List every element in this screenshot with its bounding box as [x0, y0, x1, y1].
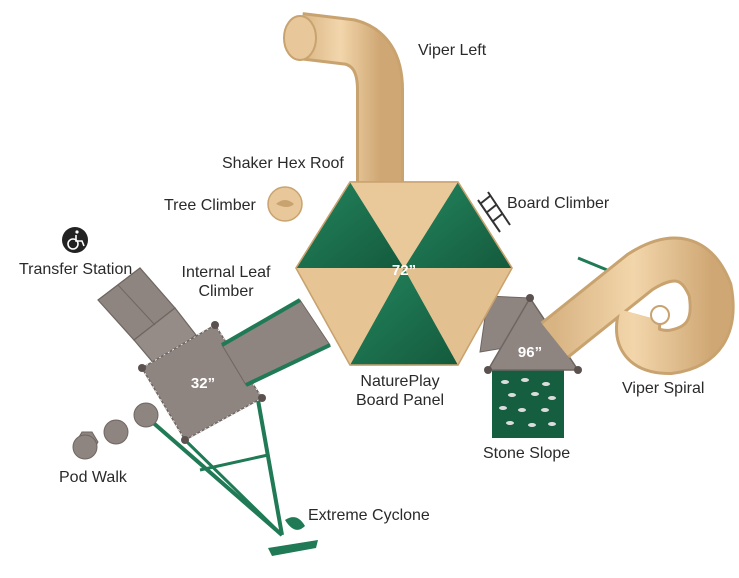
label-extreme-cyclone: Extreme Cyclone [308, 507, 430, 524]
board-climber [477, 191, 511, 233]
right-deck-height: 96” [518, 344, 542, 361]
label-transfer-station: Transfer Station [19, 261, 133, 278]
hex-deck-height: 72” [392, 262, 416, 279]
pod-walk [72, 402, 159, 460]
label-natureplay-board-panel: NaturePlay Board Panel [345, 372, 455, 410]
hex-roof: 72” [295, 181, 513, 366]
label-internal-leaf-climber: Internal Leaf Climber [180, 263, 272, 301]
label-board-climber: Board Climber [507, 195, 610, 212]
tree-climber [267, 186, 303, 222]
viper-left-slide [283, 12, 404, 185]
deck-96: 96” [484, 294, 582, 374]
label-internal-leaf-climber-line2: Climber [198, 283, 254, 300]
left-deck-height: 32” [191, 375, 215, 392]
label-tree-climber: Tree Climber [164, 197, 256, 214]
label-natureplay-line1: NaturePlay [360, 373, 440, 390]
wheelchair-icon [62, 227, 88, 253]
viper-spiral-slide [540, 236, 735, 376]
label-viper-left: Viper Left [418, 42, 487, 59]
stone-slope [492, 370, 564, 438]
extreme-cyclone [148, 399, 318, 556]
label-stone-slope: Stone Slope [483, 445, 571, 462]
label-natureplay-line2: Board Panel [355, 392, 445, 409]
transfer-station [97, 267, 197, 367]
label-viper-spiral: Viper Spiral [622, 380, 705, 397]
label-shaker-hex-roof: Shaker Hex Roof [222, 155, 344, 172]
bridge [221, 298, 331, 387]
label-pod-walk: Pod Walk [59, 469, 127, 486]
label-internal-leaf-climber-line1: Internal Leaf [181, 264, 271, 281]
